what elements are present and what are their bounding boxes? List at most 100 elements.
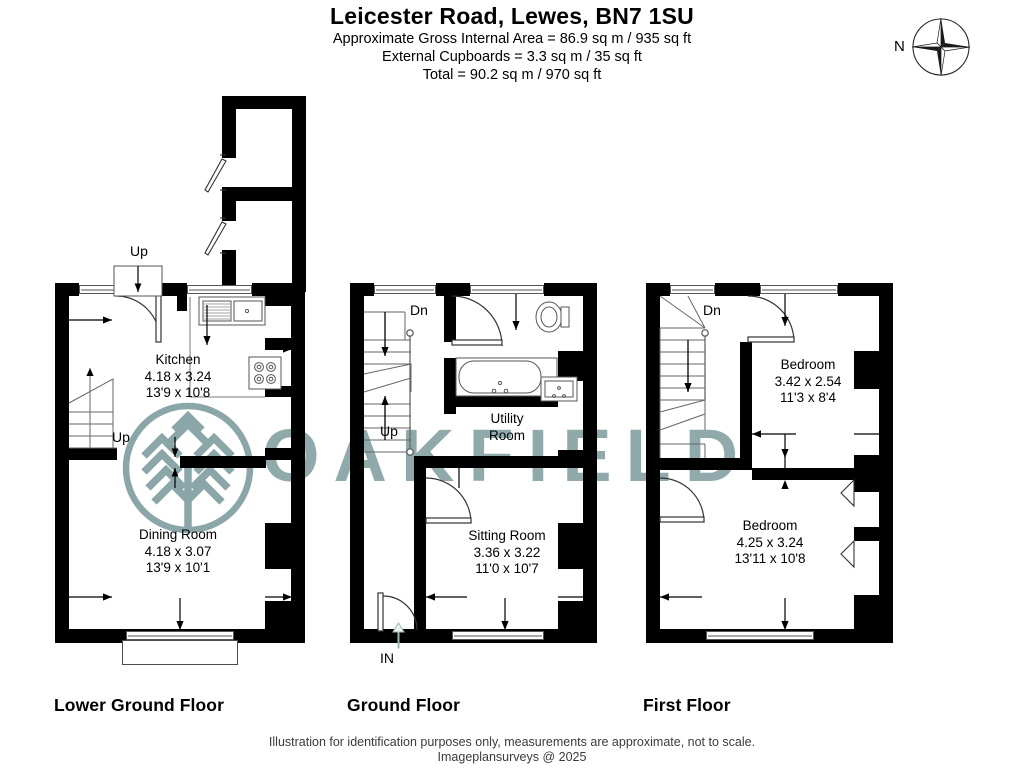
gf-window-bottom [452,631,544,640]
lg-annotation-up-top: Up [130,243,148,259]
room-name-bedroom-1: Bedroom [780,357,836,372]
lg-window-arrowheads [103,316,292,630]
ff-wall-bedroom-divide-h [646,458,752,470]
room-label-bedroom-2: Bedroom 4.25 x 3.24 13'11 x 10'8 [700,518,840,568]
ff-recess-5 [854,595,879,629]
room-metric-sitting: 3.36 x 3.22 [473,544,541,560]
ff-handrail [701,329,709,400]
lg-bay-projection [122,640,238,665]
cupboard-wall-mid [222,187,292,201]
lg-wall-top-a [55,283,79,296]
ff-recess-4 [854,527,879,541]
ff-wall-bedroom-divide-v [740,342,752,469]
plan-lower-ground-floor: Up Up Kitchen 4.18 x 3.24 13'9 x 10'8 Di… [0,0,340,700]
gf-entrance-door [377,592,418,632]
area-line-total: Total = 90.2 sq m / 970 sq ft [422,67,602,83]
ff-wall-top-b [715,283,760,296]
cupboard-wall-left-2 [222,187,236,221]
compass-north-label: N [894,38,905,55]
plan-ground-floor: Dn Up IN Utility Room Sitting Room 3.36 … [0,0,660,700]
room-imperial-dining: 13'9 x 10'1 [145,560,211,575]
room-name-sitting: Sitting Room [468,528,546,543]
lg-recess-1 [265,296,291,306]
lg-stair-arrow-up-a [86,368,94,376]
gf-fittings [363,294,597,649]
cupboard-doors [204,154,227,256]
gf-wall-top-a [350,283,374,296]
page-title: Leicester Road, Lewes, BN7 1SU [330,3,694,29]
room-label-bedroom-1: Bedroom 3.42 x 2.54 11'3 x 8'4 [738,357,878,407]
lg-wall-right [291,283,305,643]
room-name-dining: Dining Room [138,527,218,542]
ff-window-top-right [760,285,838,294]
ff-wall-top-c [838,283,893,296]
gf-recess-3 [558,523,583,569]
gf-annotation-dn: Dn [410,302,428,318]
lg-recess-5 [265,523,291,569]
ff-recess-3 [854,478,879,492]
basin-icon [540,376,578,402]
footer-disclaimer: Illustration for identification purposes… [268,735,756,749]
room-imperial-kitchen: 13'9 x 10'8 [145,385,211,400]
compass-rose-icon [911,17,971,77]
room-imperial-bedroom-1: 11'3 x 8'4 [780,390,836,405]
ff-wall-top-a [646,283,670,296]
gf-sitting-room-door [425,477,472,524]
room-name-bedroom-2: Bedroom [742,518,798,533]
plan-first-floor: Dn Bedroom 3.42 x 2.54 11'3 x 8'4 Bedroo… [0,0,1024,700]
room-name-utility-line2: Room [488,427,525,443]
cupboard-wall-top [222,96,306,109]
lg-recess-6 [265,601,291,629]
floor-title-first: First Floor [643,695,731,715]
room-label-utility: Utility Room [450,411,564,444]
ff-wall-bedroom-divide-h2 [752,468,879,480]
gf-wall-top-b [436,283,470,296]
room-name-kitchen: Kitchen [155,352,201,367]
gf-window-top-right [470,285,544,294]
gf-recess-1 [558,351,583,381]
area-line-gross: Approximate Gross Internal Area = 86.9 s… [332,31,692,47]
gf-bath-wall-left-upper [444,296,456,342]
lg-recess-3 [265,386,291,397]
gf-wall-right [583,283,597,643]
gf-bath-wall-bottom [444,395,558,407]
gf-bathroom-door [451,295,503,347]
gf-wall-hall-bottom [414,518,426,643]
ff-recess-2 [854,455,879,468]
room-metric-dining: 4.18 x 3.07 [144,543,212,559]
floor-title-ground: Ground Floor [347,695,460,715]
lg-annotation-up-mid: Up [112,429,130,445]
footer: Illustration for identification purposes… [0,735,1024,765]
lg-wall-top-d [252,283,305,296]
lg-window-top-right [187,285,252,294]
ff-bedroom1-door [747,295,795,343]
ff-fittings [659,294,893,630]
lg-wall-top-c [177,283,187,311]
gf-annotation-up: Up [380,423,398,439]
gf-wall-left [350,283,364,643]
lg-wall-left [55,283,69,643]
gf-handrail [406,329,414,456]
gf-window-top-left [374,285,436,294]
floor-title-lower-ground: Lower Ground Floor [54,695,224,715]
gf-in-arrow [392,622,405,649]
toilet-icon [535,301,570,333]
compass-rose: N [894,16,972,78]
ff-casement-leaves [840,478,855,569]
footer-credit: Imageplansurveys @ 2025 [437,750,587,764]
ff-window-top-left [670,285,715,294]
cupboard-wall-right [292,96,306,292]
room-label-sitting: Sitting Room 3.36 x 3.22 11'0 x 10'7 [432,528,582,578]
lg-internal-wall-stair [69,448,117,460]
gf-recess-4 [558,601,583,629]
lg-recess-4 [265,448,291,460]
header: Leicester Road, Lewes, BN7 1SU Approxima… [0,0,1024,84]
cupboard-wall-left-1 [222,96,236,158]
ff-wall-right [879,283,893,643]
lg-internal-wall-mid [180,456,266,468]
lg-window-bay [126,631,234,640]
ff-annotation-dn: Dn [703,302,721,318]
ff-window-bottom [706,631,814,640]
gf-wall-hall-left [414,468,426,530]
cupboard-wall-left-3 [222,250,236,292]
